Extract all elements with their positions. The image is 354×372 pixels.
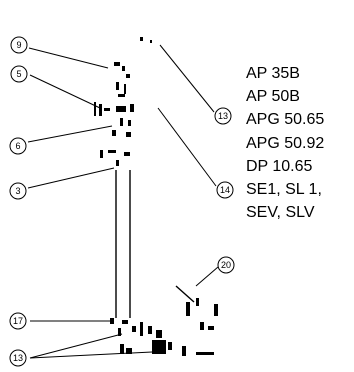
model-item: SEV, SLV: [246, 204, 315, 222]
base-6: [148, 326, 152, 334]
model-item: SE1, SL 1,: [246, 181, 322, 199]
callout-14: 14: [216, 181, 234, 199]
leader-5: [29, 74, 101, 109]
part-top-stub-2: [150, 40, 152, 43]
part-body-4: [116, 160, 119, 166]
base-8: [152, 340, 166, 354]
lever-3: [214, 304, 218, 316]
callout-14-label: 14: [220, 185, 230, 195]
leader-13-bottom-a: [29, 333, 123, 359]
leader-13-top: [159, 44, 215, 113]
callout-5-label: 5: [16, 69, 21, 79]
callout-6-label: 6: [15, 141, 20, 151]
base-1: [110, 318, 114, 324]
callout-6: 6: [9, 137, 27, 155]
part-handle-left-2: [99, 104, 102, 116]
leader-20: [195, 266, 219, 287]
model-item: APG 50.65: [246, 111, 325, 129]
part-body: [100, 150, 103, 158]
callout-13-top: 13: [214, 107, 232, 125]
side-lever-assembly: [175, 285, 218, 356]
base-9: [120, 344, 124, 354]
part-valve-3: [120, 118, 123, 126]
leader-9: [28, 47, 109, 69]
base-10: [126, 348, 132, 354]
part-top-stub: [140, 37, 143, 41]
pump-tubes: [115, 170, 131, 318]
lever-1: [186, 302, 190, 316]
base-5: [140, 322, 143, 336]
callout-17-label: 17: [13, 316, 23, 326]
callout-3-label: 3: [15, 186, 20, 196]
lever-2: [196, 298, 199, 306]
lever-6: [182, 346, 186, 356]
part-handle-left: [94, 102, 96, 116]
callouts: 9 5 6 3 13 14 20 17: [9, 36, 235, 367]
model-list: AP 35B AP 50B APG 50.65 APG 50.92 DP 10.…: [246, 62, 324, 224]
model-item: DP 10.65: [246, 157, 313, 175]
part-cap-3: [126, 74, 130, 78]
callout-9-label: 9: [16, 40, 21, 50]
callout-13-bottom-label: 13: [13, 353, 23, 363]
callout-3: 3: [9, 182, 27, 200]
part-body-2: [108, 150, 116, 153]
part-valve-4: [128, 120, 131, 126]
base-11: [168, 342, 172, 350]
part-body-3: [124, 152, 130, 156]
pump-assembly: [94, 37, 152, 166]
model-item: APG 50.92: [246, 134, 325, 152]
base-3: [118, 328, 121, 336]
part-handle-left-3: [104, 108, 110, 111]
leader-14: [157, 107, 217, 187]
model-item: AP 50B: [246, 88, 300, 106]
lever-arm: [175, 285, 195, 303]
part-spring-3: [118, 94, 125, 97]
lever-7: [196, 352, 214, 355]
part-valve-2: [130, 104, 134, 112]
base-4: [132, 326, 136, 332]
lever-5: [208, 326, 214, 330]
lever-4: [200, 322, 204, 330]
part-cap-2: [122, 66, 125, 71]
callout-20-label: 20: [221, 260, 231, 270]
callout-9: 9: [10, 36, 28, 54]
base-2: [122, 320, 128, 324]
part-spring-1: [116, 82, 119, 90]
callout-13-bottom: 13: [9, 349, 27, 367]
part-cap: [114, 62, 120, 66]
callout-13-top-label: 13: [218, 111, 228, 121]
pump-base: [110, 318, 172, 354]
part-seal-2: [126, 132, 131, 137]
callout-20: 20: [217, 256, 235, 274]
callout-17: 17: [9, 312, 27, 330]
model-item: AP 35B: [246, 65, 300, 82]
base-7: [156, 330, 162, 338]
part-spring-2: [124, 84, 126, 94]
part-valve: [116, 106, 126, 112]
leader-6: [27, 125, 113, 143]
callout-5: 5: [10, 65, 28, 83]
leader-3: [27, 167, 115, 189]
part-seal: [112, 130, 116, 136]
